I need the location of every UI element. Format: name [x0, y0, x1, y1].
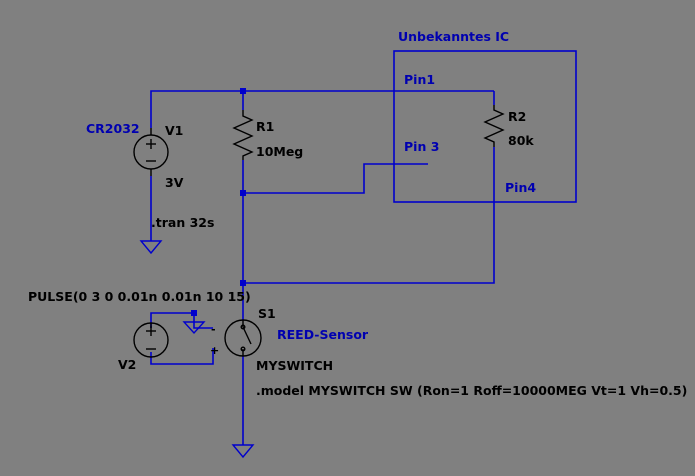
wire-pin3: [243, 163, 428, 194]
v1-name: V1: [165, 123, 183, 138]
s1-minus-terminal: -: [211, 323, 216, 336]
ic-pin1-label: Pin1: [404, 72, 435, 87]
ground-switch[interactable]: [231, 444, 255, 459]
s1-annotation: REED-Sensor: [277, 327, 369, 342]
tran-directive[interactable]: .tran 32s: [151, 215, 214, 230]
ic-box[interactable]: [393, 50, 577, 203]
ic-pin3-label: Pin 3: [404, 139, 439, 154]
r1-value: 10Meg: [256, 144, 303, 159]
junction-dot: [240, 280, 246, 286]
v2-name: V2: [118, 357, 136, 372]
ground-v2[interactable]: [182, 321, 206, 335]
resistor-r1[interactable]: [232, 110, 254, 160]
s1-model: MYSWITCH: [256, 358, 333, 373]
r1-name: R1: [256, 119, 274, 134]
ic-pin4-label: Pin4: [505, 180, 536, 195]
resistor-r2[interactable]: [483, 105, 505, 147]
r2-name: R2: [508, 109, 526, 124]
ground-v1[interactable]: [139, 240, 163, 255]
r2-value: 80k: [508, 133, 534, 148]
junction-dot: [240, 190, 246, 196]
junctions: [191, 88, 246, 316]
wire-r2-to-node: [243, 147, 495, 284]
s1-plus-terminal: +: [210, 344, 219, 357]
model-directive[interactable]: .model MYSWITCH SW (Ron=1 Roff=10000MEG …: [256, 383, 687, 398]
wire-v2-bottom: [150, 348, 214, 365]
v1-value: 3V: [165, 175, 184, 190]
junction-dot: [191, 310, 197, 316]
junction-dot: [240, 88, 246, 94]
wire-top-rail: [150, 90, 494, 128]
v1-annotation: CR2032: [86, 121, 140, 136]
wires: [150, 90, 495, 445]
voltage-source-v2[interactable]: [133, 322, 169, 358]
switch-s1[interactable]: [224, 319, 262, 357]
voltage-source-v1[interactable]: [133, 128, 169, 176]
v2-source-spec: PULSE(0 3 0 0.01n 0.01n 10 15): [28, 289, 251, 304]
ic-title: Unbekanntes IC: [398, 29, 509, 44]
s1-name: S1: [258, 306, 276, 321]
